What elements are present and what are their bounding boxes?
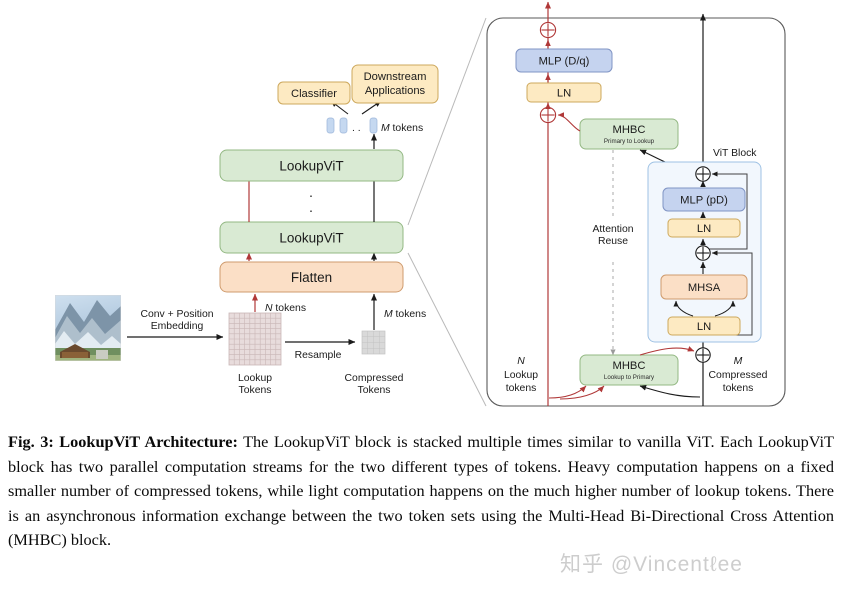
downstream-block-label-line1: Downstream [364, 71, 427, 83]
ln-mid-block[interactable]: LN [667, 218, 741, 238]
compressed-tokens-grid [361, 330, 386, 355]
mhbc-p2l-to-lookup-arrow [557, 112, 581, 132]
lookupvit-stack-connectors [248, 181, 375, 222]
mlp-pd-block[interactable]: MLP (pD) [662, 187, 746, 212]
lookupvit-block-upper-label: LookupViT [279, 159, 343, 174]
conv-pos-embed-label-line1: Conv + Position [140, 309, 213, 320]
mhbc-lookup-to-primary-block[interactable]: MHBC Lookup to Primary [579, 354, 679, 386]
resample-label: Resample [295, 350, 342, 361]
mhbc-l2p-to-compressed-arrow [639, 346, 695, 356]
mhbc-primary-to-lookup-sublabel: Primary to Lookup [604, 138, 655, 145]
lookupvit-block-lower[interactable]: LookupViT [219, 221, 404, 254]
ln-bottom-block-label: LN [697, 321, 711, 333]
lookupvit-block-upper[interactable]: LookupViT [219, 149, 404, 182]
panel-connector-lines [407, 17, 487, 407]
ln-top-block[interactable]: LN [526, 82, 602, 103]
ln-mid-block-label: LN [697, 223, 711, 235]
residual-add-lookup-top [539, 21, 557, 39]
ln-to-mhsa-left-arrow [673, 300, 694, 317]
downstream-applications-block[interactable]: Downstream Applications [351, 64, 439, 104]
compressed-tokens-panel-label-line3: tokens [723, 383, 754, 394]
classifier-block-label: Classifier [291, 88, 337, 100]
m-tokens-label: M tokens [384, 309, 426, 320]
ln-top-block-label: LN [557, 88, 571, 100]
lookup-tokens-panel-label-n: N [517, 356, 525, 367]
mhbc-lookup-to-primary-label: MHBC [613, 360, 646, 372]
compressed-tokens-caption-line1: Compressed [345, 373, 404, 384]
lookup-tokens-grid [228, 312, 282, 366]
classifier-block[interactable]: Classifier [277, 81, 351, 105]
lookupvit-block-lower-label: LookupViT [279, 231, 343, 246]
compressed-tokens-panel-label-m: M [734, 356, 743, 367]
lookup-tokens-caption-line1: Lookup [238, 373, 272, 384]
flatten-block[interactable]: Flatten [219, 261, 404, 293]
mlp-pd-block-label: MLP (pD) [680, 195, 728, 207]
mlp-dq-block-label: MLP (D/q) [539, 56, 590, 68]
compressed-tokens-caption-line2: Tokens [358, 385, 391, 396]
lookup-tokens-panel-label: N Lookup tokens [504, 356, 538, 394]
flatten-block-label: Flatten [291, 270, 332, 285]
residual-add-compressed-bottom [695, 347, 711, 363]
ln-bottom-block[interactable]: LN [667, 316, 741, 336]
compressed-tokens-panel-label: M Compressed tokens [709, 356, 768, 394]
figure-caption-title: LookupViT Architecture: [59, 432, 238, 451]
compressed-to-mhbc-l2p-arrow [639, 385, 701, 398]
mhbc-primary-to-lookup-block[interactable]: MHBC Primary to Lookup [579, 118, 679, 150]
lookup-tokens-panel-label-line3: tokens [506, 383, 537, 394]
n-tokens-label: N tokens [265, 303, 306, 314]
attention-reuse-label-line2: Reuse [598, 236, 628, 247]
residual-add-lookup-mid [539, 102, 557, 124]
conv-pos-embed-label-line2: Embedding [151, 321, 204, 332]
figure-lookupvit-architecture: Conv + Position Embedding Lookup Tokens … [55, 1, 786, 407]
mlp-dq-block[interactable]: MLP (D/q) [515, 48, 613, 73]
compressed-tokens-panel-label-line2: Compressed [709, 370, 768, 381]
lookup-tokens-caption-line2: Tokens [239, 385, 272, 396]
stack-dot-1: · [309, 188, 314, 203]
mhbc-primary-to-lookup-label: MHBC [613, 124, 646, 136]
flatten-to-lookupvit-arrows [245, 252, 378, 261]
residual-add-vit-mid [695, 238, 711, 261]
stack-dot-2: · [309, 203, 314, 218]
ln-to-mhsa-right-arrow [714, 300, 736, 317]
stack-repeat-dots: · · [309, 188, 314, 218]
mhsa-block[interactable]: MHSA [660, 274, 748, 300]
figure-caption-body: The LookupViT block is stacked multiple … [8, 432, 834, 550]
downstream-block-label-line2: Applications [365, 85, 426, 97]
mhbc-lookup-to-primary-sublabel: Lookup to Primary [604, 374, 655, 381]
vit-block-label: ViT Block [713, 148, 757, 159]
output-token-chips: . . [326, 117, 378, 134]
lookup-to-mhbc-l2p-arrow-1 [548, 385, 587, 399]
lookup-to-mhbc-l2p-arrow-2 [559, 385, 605, 400]
figure-caption-number: Fig. 3: [8, 432, 60, 451]
residual-add-vit-top [695, 166, 711, 182]
attention-reuse-label-line1: Attention [592, 224, 633, 235]
mhsa-block-label: MHSA [688, 282, 721, 294]
figure-caption: Fig. 3: LookupViT Architecture: The Look… [8, 430, 834, 553]
source-image-thumbnail [55, 295, 121, 361]
output-m-tokens-label: M tokens [381, 123, 423, 134]
lookup-tokens-panel-label-line2: Lookup [504, 370, 538, 381]
token-chip-ellipsis: . . [352, 123, 361, 134]
vit-mlp-skip-connection [703, 171, 748, 250]
